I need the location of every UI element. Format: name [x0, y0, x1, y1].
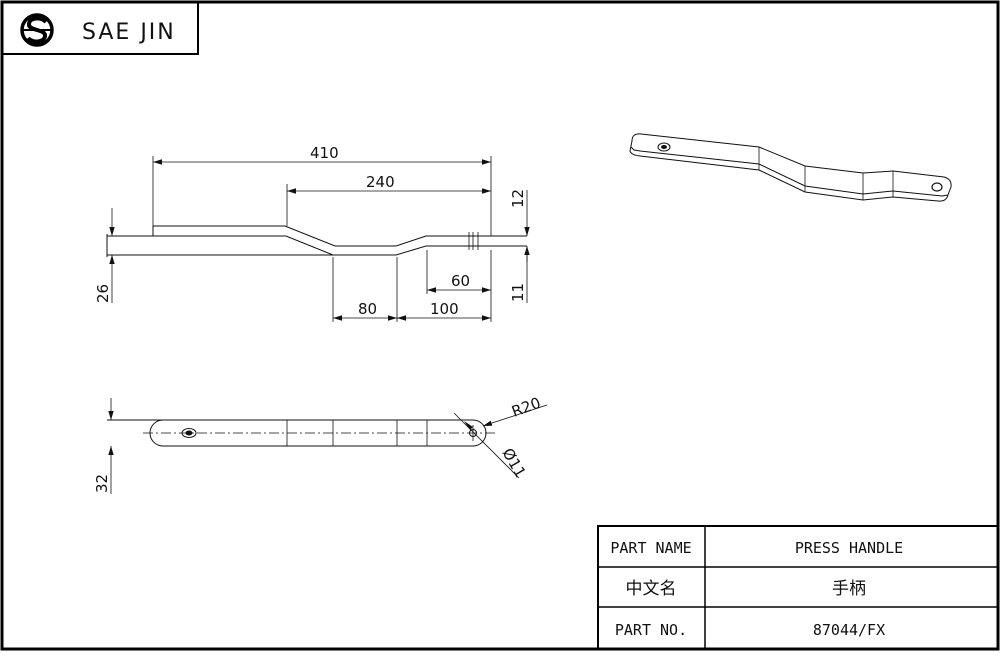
- company-name: SAE JIN: [82, 20, 176, 45]
- dim-hole-dia: Ø11: [499, 445, 530, 481]
- dim-width: 32: [93, 474, 111, 493]
- top-view: [107, 419, 496, 447]
- side-view-dimensions: 410 240 26 12 11 60 80 100: [94, 144, 530, 322]
- part-name-value: PRESS HANDLE: [795, 539, 903, 557]
- part-no-value: 87044/FX: [813, 621, 885, 639]
- dim-length-overall: 410: [310, 144, 339, 162]
- chinese-name-label: 中文名: [626, 579, 677, 599]
- rivet-icon: [181, 428, 197, 438]
- dim-thickness-right: 11: [509, 283, 527, 302]
- dim-length-offset: 240: [366, 173, 395, 191]
- dim-radius: R20: [509, 394, 543, 421]
- dim-length-bend: 80: [358, 300, 377, 318]
- saejin-logo-icon: [20, 13, 54, 47]
- company-header: SAE JIN: [1, 1, 199, 55]
- end-hole-icon: [469, 425, 477, 441]
- isometric-view: [629, 133, 952, 202]
- dim-height-total: 26: [94, 284, 112, 303]
- iso-end-hole-icon: [931, 182, 943, 192]
- dim-length-tail: 100: [430, 300, 459, 318]
- side-view: [106, 225, 527, 257]
- chinese-name-value: 手柄: [832, 579, 866, 599]
- part-name-label: PART NAME: [610, 539, 691, 557]
- part-no-label: PART NO.: [615, 621, 687, 639]
- dim-length-end: 60: [451, 272, 470, 290]
- top-view-dimensions: 32 R20 Ø11: [93, 394, 548, 494]
- iso-rivet-icon: [657, 142, 671, 152]
- dim-thickness-left: 12: [509, 189, 527, 208]
- title-block: PART NAME PRESS HANDLE 中文名 手柄 PART NO. 8…: [597, 525, 999, 650]
